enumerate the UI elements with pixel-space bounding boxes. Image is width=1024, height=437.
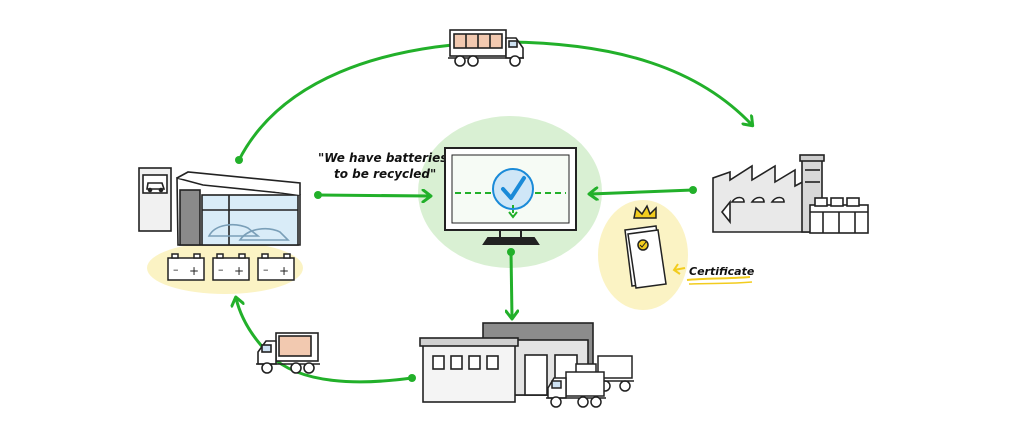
certificate-underline <box>686 276 751 281</box>
truck-top-icon <box>448 29 524 67</box>
quote-line-1: "We have batteries <box>318 151 447 165</box>
dealership-icon <box>138 167 301 246</box>
flow-monitor-to-warehouse <box>507 248 515 318</box>
truck-left-icon <box>256 332 320 374</box>
certificate-label: Certificate <box>689 265 755 278</box>
svg-text:–: – <box>263 263 269 276</box>
checkmark-icon <box>492 168 534 219</box>
factory-icon <box>712 154 869 234</box>
battery-icon: – + <box>167 253 205 281</box>
battery-icon: – + <box>212 253 250 281</box>
certificate-underline-2 <box>688 281 753 285</box>
quote-line-2: to be recycled" <box>334 167 436 181</box>
svg-text:+: + <box>234 264 244 278</box>
svg-text:+: + <box>189 264 199 278</box>
battery-icon: – + <box>257 253 295 281</box>
flow-dealership-to-monitor <box>314 191 430 199</box>
truck-warehouse-front-icon <box>546 371 606 408</box>
certificate-icon <box>624 204 686 289</box>
svg-text:–: – <box>218 263 224 276</box>
svg-text:–: – <box>173 263 179 276</box>
flow-factory-to-monitor <box>590 186 697 194</box>
svg-text:+: + <box>279 264 289 278</box>
